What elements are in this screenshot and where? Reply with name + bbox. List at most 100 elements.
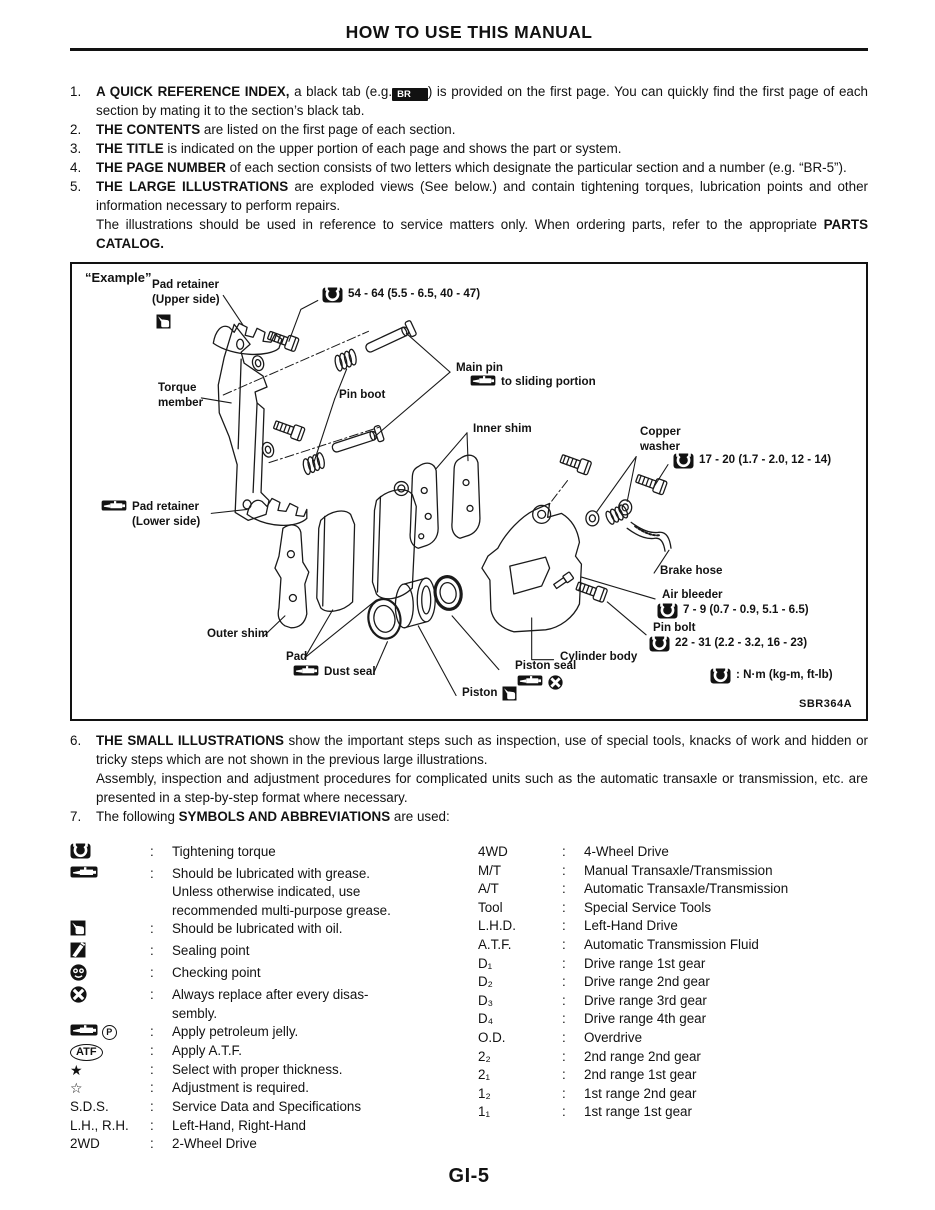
item-lead: THE LARGE ILLUSTRATIONS: [96, 179, 289, 194]
main-pin-part: [362, 319, 418, 358]
colon: :: [150, 1117, 154, 1133]
grease-icon: [101, 500, 127, 511]
colon: :: [150, 921, 154, 937]
item-number: 1.: [70, 84, 82, 99]
abbr-row: D₂:Drive range 2nd gear: [478, 973, 868, 992]
page-title: HOW TO USE THIS MANUAL: [345, 22, 593, 42]
item-number: 2.: [70, 122, 82, 137]
checking-point-icon: [70, 963, 87, 981]
pin-boot-part: [300, 451, 327, 476]
symbol-row-atf: ATF : Apply A.T.F.: [70, 1042, 478, 1061]
instruction-item-1: 1. A QUICK REFERENCE INDEX, a black tab …: [70, 82, 868, 120]
label-pin-boot: Pin boot: [339, 388, 386, 401]
symbol-row-checking: : Checking point: [70, 963, 478, 987]
title-rule: [70, 48, 868, 51]
torque-icon: [657, 603, 678, 619]
copper-washer-part: [585, 510, 600, 527]
item-lead: A QUICK REFERENCE INDEX,: [96, 84, 290, 99]
instruction-item-7: 7. The following SYMBOLS AND ABBREVIATIO…: [70, 807, 868, 826]
brake-hose-coil: [605, 504, 629, 525]
filled-star-icon: ★: [70, 1061, 83, 1078]
abbr-row: M/T:Manual Transaxle/Transmission: [478, 862, 868, 881]
label-piston: Piston: [462, 686, 517, 701]
sealing-point-icon: [70, 942, 86, 958]
label-brake-hose: Brake hose: [660, 564, 723, 577]
symbol-row-star-outline: ☆ : Adjustment is required.: [70, 1080, 309, 1097]
oil-icon: [502, 686, 517, 701]
grease-note-main-pin: to sliding portion: [470, 375, 596, 390]
symbol-row-sealing: : Sealing point: [70, 942, 478, 964]
pad-part: [316, 510, 356, 612]
item-text-segment: are used:: [390, 809, 450, 824]
item-number: 7.: [70, 809, 82, 824]
colon: :: [562, 1104, 566, 1120]
abbr-row: Tool:Special Service Tools: [478, 899, 868, 918]
page-number: GI-5: [448, 1164, 490, 1187]
pad-retainer-lower-part: [246, 497, 308, 527]
symbol-row-oil: : Should be lubricated with oil.: [70, 920, 478, 942]
item-text: THE LARGE ILLUSTRATIONS are exploded vie…: [96, 177, 868, 253]
air-bleeder-part: [553, 571, 575, 590]
item-number: 5.: [70, 179, 82, 194]
replace-icon: [548, 675, 563, 690]
piston-seal-icons: [517, 675, 563, 690]
symbol-row-torque: : Tightening torque: [70, 843, 478, 865]
colon: :: [562, 1011, 566, 1027]
colon: :: [150, 1080, 154, 1096]
abbr-row: 2₁:2nd range 1st gear: [478, 1066, 868, 1085]
instruction-item-3: 3. THE TITLE is indicated on the upper p…: [70, 139, 868, 158]
example-illustration-box: “Example” Pad retainer (Upper side) 54 -…: [70, 262, 868, 721]
abbr-row: D₃:Drive range 3rd gear: [478, 992, 868, 1011]
label-outer-shim: Outer shim: [207, 627, 269, 640]
abbr-row: O.D.:Overdrive: [478, 1029, 868, 1048]
symbol-row-lh-rh: L.H., R.H. : Left-Hand, Right-Hand: [70, 1117, 478, 1136]
item-text-segment: ) is provided on the first page. You can…: [96, 84, 868, 118]
colon: :: [150, 942, 154, 958]
atf-badge-icon: ATF: [70, 1043, 103, 1061]
abbr-row: 2₂:2nd range 2nd gear: [478, 1048, 868, 1067]
item-lead: THE CONTENTS: [96, 122, 201, 137]
item-number: 3.: [70, 141, 82, 156]
item-text: THE SMALL ILLUSTRATIONS show the importa…: [96, 731, 868, 807]
label-copper-washer: Copper washer: [640, 425, 681, 453]
grease-icon: [70, 1024, 98, 1036]
colon: :: [562, 1048, 566, 1064]
colon: :: [150, 1136, 154, 1152]
cylinder-body-part: [481, 502, 583, 633]
instruction-item-4: 4. THE PAGE NUMBER of each section consi…: [70, 158, 868, 177]
parts: [212, 319, 672, 640]
symbol-row-sds: S.D.S. : Service Data and Specifications: [70, 1098, 478, 1117]
item-text-segment: The following: [96, 809, 179, 824]
symbol-row-star-filled: ★ : Select with proper thickness.: [70, 1061, 343, 1078]
abbr-row: 1₁:1st range 1st gear: [478, 1103, 868, 1122]
item-text-segment: are exploded views (See below.) and cont…: [96, 179, 868, 213]
symbol-row-grease: : Should be lubricated with grease. Unle…: [70, 865, 478, 921]
abbr-row: D₁:Drive range 1st gear: [478, 955, 868, 974]
abbr-row: L.H.D.:Left-Hand Drive: [478, 917, 868, 936]
colon: :: [562, 1029, 566, 1045]
torque-member-part: [217, 323, 270, 522]
abbr-row: 1₂:1st range 2nd gear: [478, 1085, 868, 1104]
torque-unit-note: : N·m (kg-m, ft-lb): [710, 668, 833, 684]
item-text-bold: PARTS CATALOG.: [96, 217, 868, 251]
grease-icon: [293, 665, 319, 676]
label-torque-member: Torque member: [158, 381, 204, 409]
colon: :: [562, 1067, 566, 1083]
item-text-segment: of each section consists of two letters …: [225, 160, 847, 175]
symbol-row-2wd: 2WD : 2-Wheel Drive: [70, 1135, 478, 1154]
instruction-item-5: 5. THE LARGE ILLUSTRATIONS are exploded …: [70, 177, 868, 253]
torque-icon: [322, 287, 343, 303]
symbol-row-replace: : Always replace after every disas- semb…: [70, 986, 478, 1023]
label-main-pin: Main pin: [456, 361, 504, 374]
torque-icon: [710, 668, 731, 684]
instruction-list-2: 6. THE SMALL ILLUSTRATIONS show the impo…: [70, 731, 868, 826]
pad-retainer-upper-part: [212, 322, 283, 356]
circled-p-icon: P: [101, 1025, 117, 1041]
torque-spec-pin-bolt: 22 - 31 (2.2 - 3.2, 16 - 23): [649, 636, 807, 652]
abbr-row: D₄:Drive range 4th gear: [478, 1010, 868, 1029]
item-text-segment: are listed on the first page of each sec…: [200, 122, 456, 137]
symbols-column-right: 4WD:4-Wheel Drive M/T:Manual Transaxle/T…: [478, 843, 868, 1154]
label-pad: Pad: [286, 650, 308, 663]
colon: :: [150, 964, 154, 980]
item-text: THE CONTENTS are listed on the first pag…: [96, 120, 868, 139]
